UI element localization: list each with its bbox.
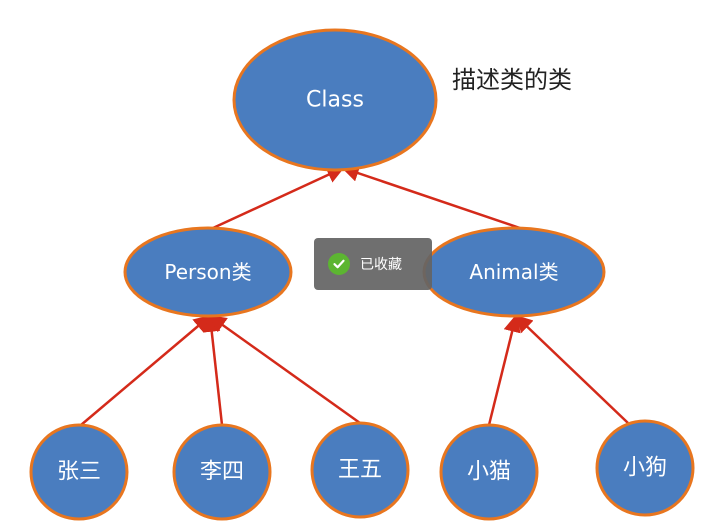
node-zhangsan-shape [29, 423, 129, 521]
node-wangwu-shape [310, 421, 410, 519]
node-zhangsan-label: 张三 [57, 460, 101, 485]
node-cat-label: 小猫 [467, 460, 511, 485]
toast-notification: 已收藏 [314, 238, 432, 290]
edge-lisi-to-person [203, 314, 224, 426]
node-class: Class [232, 28, 438, 172]
node-animal: Animal类 [422, 226, 606, 318]
node-wangwu: 王五 [310, 421, 410, 519]
node-class-shape [232, 28, 438, 172]
node-person-label: Person类 [164, 260, 251, 284]
node-lisi-shape [172, 423, 272, 521]
node-class-label: Class [306, 88, 364, 113]
edge-dog-to-animal [514, 314, 629, 424]
node-cat-shape [439, 423, 539, 521]
node-dog-label: 小狗 [623, 456, 667, 481]
edge-wangwu-to-person [208, 314, 361, 425]
node-dog: 小狗 [595, 419, 695, 517]
node-lisi: 李四 [172, 423, 272, 521]
node-animal-label: Animal类 [469, 260, 558, 284]
edge-person-to-class [212, 166, 345, 230]
node-lisi-label: 李四 [200, 460, 244, 485]
node-dog-shape [595, 419, 695, 517]
edge-animal-to-class [341, 164, 521, 230]
node-person-shape [123, 226, 293, 318]
node-cat: 小猫 [439, 423, 539, 521]
node-person: Person类 [123, 226, 293, 318]
toast-text: 已收藏 [360, 257, 402, 273]
check-circle-icon [328, 253, 350, 275]
class-annotation: 描述类的类 [452, 66, 572, 94]
node-wangwu-label: 王五 [338, 458, 382, 483]
edge-zhangsan-to-person [80, 314, 212, 426]
node-zhangsan: 张三 [29, 423, 129, 521]
edges [80, 164, 629, 426]
edge-cat-to-animal [487, 314, 521, 426]
